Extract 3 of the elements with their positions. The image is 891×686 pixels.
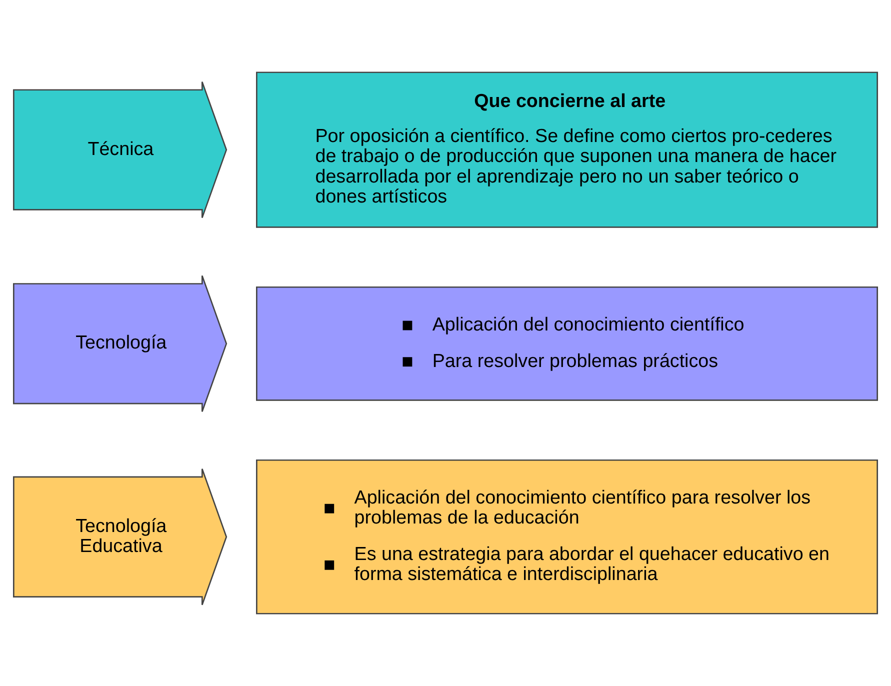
- node-box: Que concierne al arte Por oposición a científico. Se define como ciertos pro-cederes de trabajo o de producción que suponen una manera de hacer desarrollada por el aprendizaje pero no un saber teórico o dones artísticos: [256, 72, 878, 228]
- node-box: Aplicación del conocimiento científico Para resolver problemas prácticos: [256, 286, 878, 401]
- node-box: Aplicación del conocimiento científico para resolver los problemas de la educación Es una estrategia para abordar el quehacer educativo en forma sistemática e interdisciplinaria: [256, 459, 878, 614]
